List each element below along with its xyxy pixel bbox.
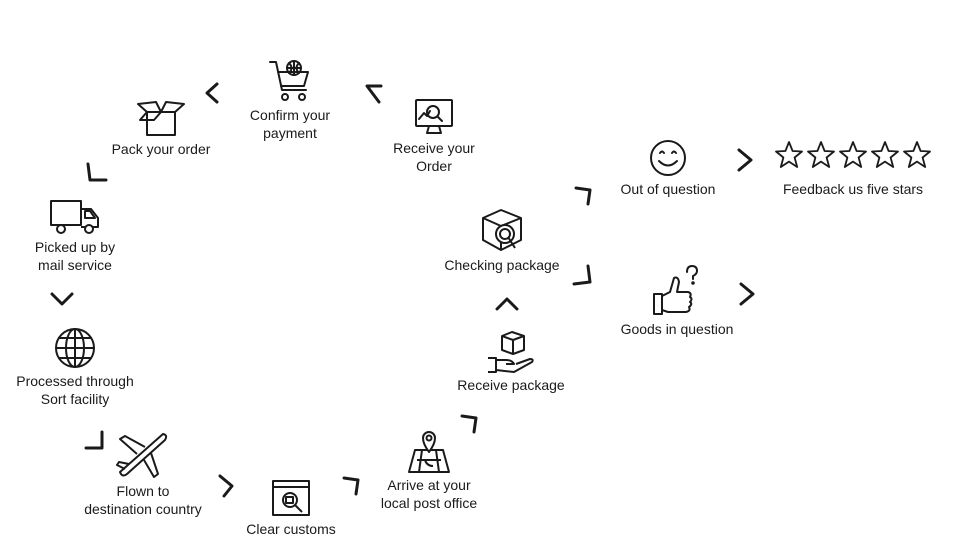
- chevron-up-right-icon: [456, 410, 484, 438]
- step-confirm-payment-label: Confirm your payment: [249, 107, 331, 141]
- star-icon: [839, 141, 867, 168]
- step-goods-question: Goods in question: [612, 264, 742, 338]
- open-box-icon: [137, 101, 185, 136]
- five-stars-icon: [774, 140, 932, 170]
- step-local-post: Arrive at your local post office: [360, 426, 498, 512]
- step-feedback: Feedback us five stars: [772, 178, 934, 198]
- globe-icon: [55, 328, 95, 368]
- step-pack-order-label: Pack your order: [111, 141, 211, 157]
- thumbs-up-question-icon: [653, 265, 698, 315]
- step-feedback-label: Feedback us five stars: [782, 181, 924, 197]
- step-clear-customs: Clear customs: [236, 478, 346, 538]
- chevron-up-left-icon: [359, 80, 387, 108]
- customs-inspection-icon: [272, 480, 310, 516]
- map-pin-icon: [408, 431, 450, 473]
- step-receive-package-label: Receive package: [457, 377, 565, 393]
- chevron-up-right-icon: [338, 472, 366, 500]
- chevron-up-icon: [493, 290, 521, 318]
- chevron-right-icon: [731, 146, 759, 174]
- airplane-icon: [116, 433, 168, 478]
- delivery-truck-icon: [50, 200, 99, 234]
- chevron-down-left-icon: [82, 160, 110, 188]
- step-confirm-payment: Confirm your payment: [240, 56, 340, 142]
- step-sort-facility: Processed through Sort facility: [4, 326, 146, 408]
- step-picked-up-label: Picked up by mail service: [34, 239, 116, 273]
- chevron-down-right-icon: [570, 262, 598, 290]
- star-icon: [775, 141, 803, 168]
- step-out-of-question: Out of question: [608, 138, 728, 198]
- hand-package-icon: [488, 331, 534, 373]
- step-local-post-label: Arrive at your local post office: [380, 477, 478, 511]
- star-icon: [807, 141, 835, 168]
- star-icon: [903, 141, 931, 168]
- chevron-down-icon: [48, 285, 76, 313]
- step-clear-customs-label: Clear customs: [246, 521, 336, 537]
- step-receive-package: Receive package: [446, 330, 576, 394]
- step-checking-package-label: Checking package: [444, 257, 560, 273]
- shopping-cart-icon: [269, 60, 309, 101]
- step-receive-order-label: Receive your Order: [393, 140, 475, 174]
- chevron-right-icon: [733, 280, 761, 308]
- chevron-right-icon: [212, 472, 240, 500]
- chevron-left-icon: [199, 80, 227, 108]
- chevron-up-right-icon: [570, 182, 598, 210]
- chevron-down-right-icon: [82, 428, 110, 456]
- step-sort-facility-label: Processed through Sort facility: [16, 373, 134, 407]
- step-picked-up: Picked up by mail service: [20, 198, 130, 274]
- step-receive-order: Receive your Order: [384, 97, 484, 175]
- step-pack-order: Pack your order: [96, 98, 226, 158]
- step-checking-package: Checking package: [432, 206, 572, 274]
- smiley-icon: [650, 140, 686, 176]
- step-goods-question-label: Goods in question: [620, 321, 734, 337]
- monitor-search-icon: [415, 99, 453, 134]
- step-out-of-question-label: Out of question: [620, 181, 716, 197]
- step-flown: Flown to destination country: [72, 430, 214, 518]
- star-icon: [871, 141, 899, 168]
- step-flown-label: Flown to destination country: [84, 483, 202, 517]
- package-check-icon: [482, 209, 522, 251]
